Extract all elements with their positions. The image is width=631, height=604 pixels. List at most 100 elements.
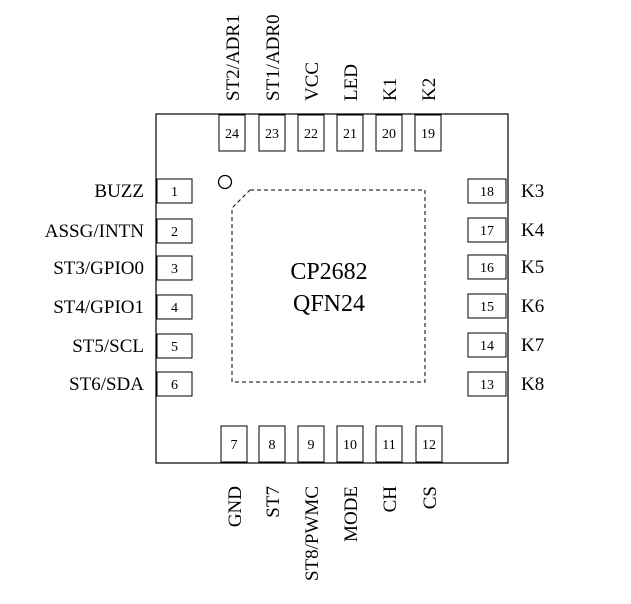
pin-pad bbox=[156, 294, 193, 320]
pin-number: 24 bbox=[225, 127, 239, 142]
pin-13: 13 K8 bbox=[467, 371, 544, 397]
pin-number: 9 bbox=[308, 438, 315, 453]
pin-number: 3 bbox=[171, 262, 178, 277]
pin-label: ST2/ADR1 bbox=[223, 14, 244, 101]
pin-label: BUZZ bbox=[94, 181, 144, 202]
pin-label: ST3/GPIO0 bbox=[53, 258, 144, 279]
pin-pad bbox=[467, 293, 507, 319]
pin-number: 10 bbox=[343, 438, 357, 453]
pins-top: 24 ST2/ADR1 23 ST1/ADR0 22 VCC 21 LED 20 K1 19 K2 bbox=[218, 14, 442, 152]
pin-label: ST1/ADR0 bbox=[263, 14, 284, 101]
pin-label: ST8/PWMC bbox=[302, 486, 323, 581]
pin-label: K2 bbox=[419, 78, 440, 101]
pin-label: ST6/SDA bbox=[69, 374, 144, 395]
pin-pad bbox=[467, 254, 507, 280]
pin-pad bbox=[414, 114, 442, 152]
pin-24: 24 ST2/ADR1 bbox=[218, 14, 246, 152]
pin-number: 20 bbox=[382, 127, 396, 142]
pin-number: 13 bbox=[480, 378, 494, 393]
pin-label: ST4/GPIO1 bbox=[53, 297, 144, 318]
pin-number: 14 bbox=[480, 339, 494, 354]
pin-pad bbox=[336, 114, 364, 152]
pin1-marker bbox=[217, 174, 233, 190]
pin-label: ST7 bbox=[263, 486, 284, 518]
pin-label: K5 bbox=[521, 257, 544, 278]
pin-number: 22 bbox=[304, 127, 318, 142]
pin-20: 20 K1 bbox=[375, 78, 403, 152]
pin-pad bbox=[156, 255, 193, 281]
pin-21: 21 LED bbox=[336, 64, 364, 152]
chip-name: CP2682 bbox=[290, 259, 367, 285]
pin-label: VCC bbox=[302, 62, 323, 101]
pin-number: 6 bbox=[171, 378, 178, 393]
pin-pad bbox=[220, 425, 248, 463]
exposed-pad-outline bbox=[231, 189, 426, 383]
pin-pad bbox=[156, 333, 193, 359]
pin-pad bbox=[258, 425, 286, 463]
pin-label: MODE bbox=[341, 486, 362, 542]
pin-number: 1 bbox=[171, 185, 178, 200]
pin-label: ASSG/INTN bbox=[45, 221, 145, 242]
chip-package: QFN24 bbox=[293, 291, 365, 317]
pin-number: 19 bbox=[421, 127, 435, 142]
pin-number: 17 bbox=[480, 224, 494, 239]
chip-body bbox=[155, 113, 509, 464]
pin-pad bbox=[258, 114, 286, 152]
pin-4: 4 ST4/GPIO1 bbox=[53, 294, 193, 320]
pin-label: GND bbox=[225, 486, 246, 527]
pin-pad bbox=[156, 178, 193, 204]
pin-label: CH bbox=[380, 486, 401, 513]
pin-label: LED bbox=[341, 64, 362, 101]
pin-pad bbox=[218, 114, 246, 152]
pin-1: 1 BUZZ bbox=[94, 178, 193, 204]
pin-number: 12 bbox=[422, 438, 436, 453]
pin-label: K4 bbox=[521, 220, 545, 241]
pin-pad bbox=[156, 371, 193, 397]
pin-number: 18 bbox=[480, 185, 494, 200]
pin-14: 14 K7 bbox=[467, 332, 544, 358]
pin-pad bbox=[156, 218, 193, 244]
pin-number: 21 bbox=[343, 127, 357, 142]
pin-label: K7 bbox=[521, 335, 544, 356]
pin-6: 6 ST6/SDA bbox=[69, 371, 193, 397]
pin-pad bbox=[375, 425, 403, 463]
pin-pad bbox=[467, 371, 507, 397]
pin-pad bbox=[467, 217, 507, 243]
pin-pad bbox=[375, 114, 403, 152]
pin-5: 5 ST5/SCL bbox=[72, 333, 193, 359]
pin-label: ST5/SCL bbox=[72, 336, 144, 357]
pin-label: CS bbox=[420, 486, 441, 509]
pin-number: 5 bbox=[171, 340, 178, 355]
pin-pad bbox=[467, 178, 507, 204]
pin-number: 23 bbox=[265, 127, 279, 142]
pin-label: K1 bbox=[380, 78, 401, 101]
pin-number: 7 bbox=[231, 438, 238, 453]
pin-number: 11 bbox=[382, 438, 395, 453]
pin-number: 8 bbox=[269, 438, 276, 453]
pin-22: 22 VCC bbox=[297, 62, 325, 152]
pin-18: 18 K3 bbox=[467, 178, 544, 204]
pin-number: 15 bbox=[480, 300, 494, 315]
pin-label: K8 bbox=[521, 374, 544, 395]
pin-19: 19 K2 bbox=[414, 78, 442, 152]
pin-number: 16 bbox=[480, 261, 494, 276]
pin-23: 23 ST1/ADR0 bbox=[258, 14, 286, 152]
pin-17: 17 K4 bbox=[467, 217, 545, 243]
pin-pad bbox=[297, 114, 325, 152]
pin-number: 4 bbox=[171, 301, 178, 316]
pin-label: K3 bbox=[521, 181, 544, 202]
pin-pad bbox=[467, 332, 507, 358]
pin-pad bbox=[297, 425, 325, 463]
